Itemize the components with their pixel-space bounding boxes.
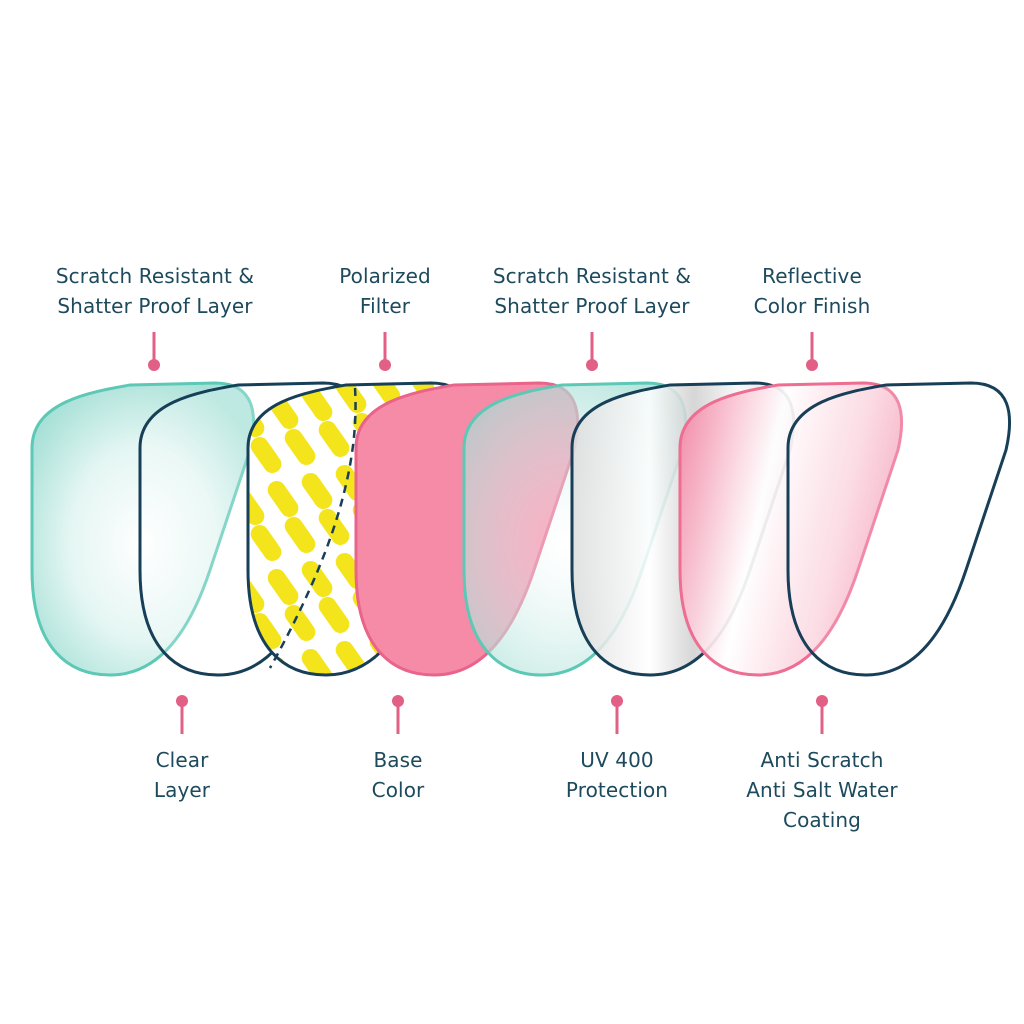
polarized-pattern-pill xyxy=(349,673,387,716)
polarized-pattern-pill xyxy=(213,705,251,748)
polarized-pattern-pill xyxy=(247,697,285,740)
polarized-pattern-pill xyxy=(250,524,282,562)
polarized-pattern-pill xyxy=(301,384,333,422)
polarized-pattern-pill xyxy=(315,681,353,724)
polarized-pattern-pill xyxy=(284,428,316,466)
polarized-pattern-pill xyxy=(281,689,319,732)
top-connector-2 xyxy=(379,332,391,371)
polarized-pattern-pill xyxy=(284,516,316,554)
label-scratch-resistant-2: Scratch Resistant & Shatter Proof Layer xyxy=(492,264,692,318)
top-connector-3 xyxy=(586,332,598,371)
polarized-pattern-pill xyxy=(267,480,299,518)
polarized-pattern-pill xyxy=(301,560,333,598)
polarized-pattern-pill xyxy=(468,341,506,384)
polarized-pattern-pill xyxy=(284,604,316,642)
polarized-pattern-pill xyxy=(369,383,401,406)
label-scratch-resistant-1: Scratch Resistant & Shatter Proof Layer xyxy=(55,264,255,318)
lens-layer-anti-scratch-coating xyxy=(786,381,1012,677)
polarized-pattern-pill xyxy=(301,472,333,510)
polarized-pattern-pill xyxy=(318,596,350,634)
bottom-connector-2 xyxy=(392,695,404,734)
polarized-pattern-pill xyxy=(318,420,350,458)
bottom-connector-3 xyxy=(611,695,623,734)
polarized-pattern-pill xyxy=(281,337,319,380)
polarized-pattern-pill xyxy=(349,321,387,364)
label-reflective-color-finish: Reflective Color Finish xyxy=(753,264,871,318)
polarized-pattern-pill xyxy=(301,648,333,675)
polarized-pattern-pill xyxy=(315,329,353,372)
top-connector-4 xyxy=(806,332,818,371)
polarized-pattern-pill xyxy=(250,436,282,474)
label-anti-scratch-coating: Anti Scratch Anti Salt Water Coating xyxy=(746,748,898,832)
top-connector-1 xyxy=(148,332,160,371)
label-uv400-protection: UV 400 Protection xyxy=(565,748,669,802)
polarized-pattern-pill xyxy=(250,612,282,650)
bottom-connector-4 xyxy=(816,695,828,734)
label-clear-layer: Clear Layer xyxy=(153,748,211,802)
polarized-pattern-pill xyxy=(250,383,282,386)
polarized-pattern-pill xyxy=(267,568,299,606)
label-base-color: Base Color xyxy=(371,748,425,802)
label-polarized-filter: Polarized Filter xyxy=(339,264,431,318)
bottom-connector-1 xyxy=(176,695,188,734)
polarized-pattern-pill xyxy=(403,383,435,398)
